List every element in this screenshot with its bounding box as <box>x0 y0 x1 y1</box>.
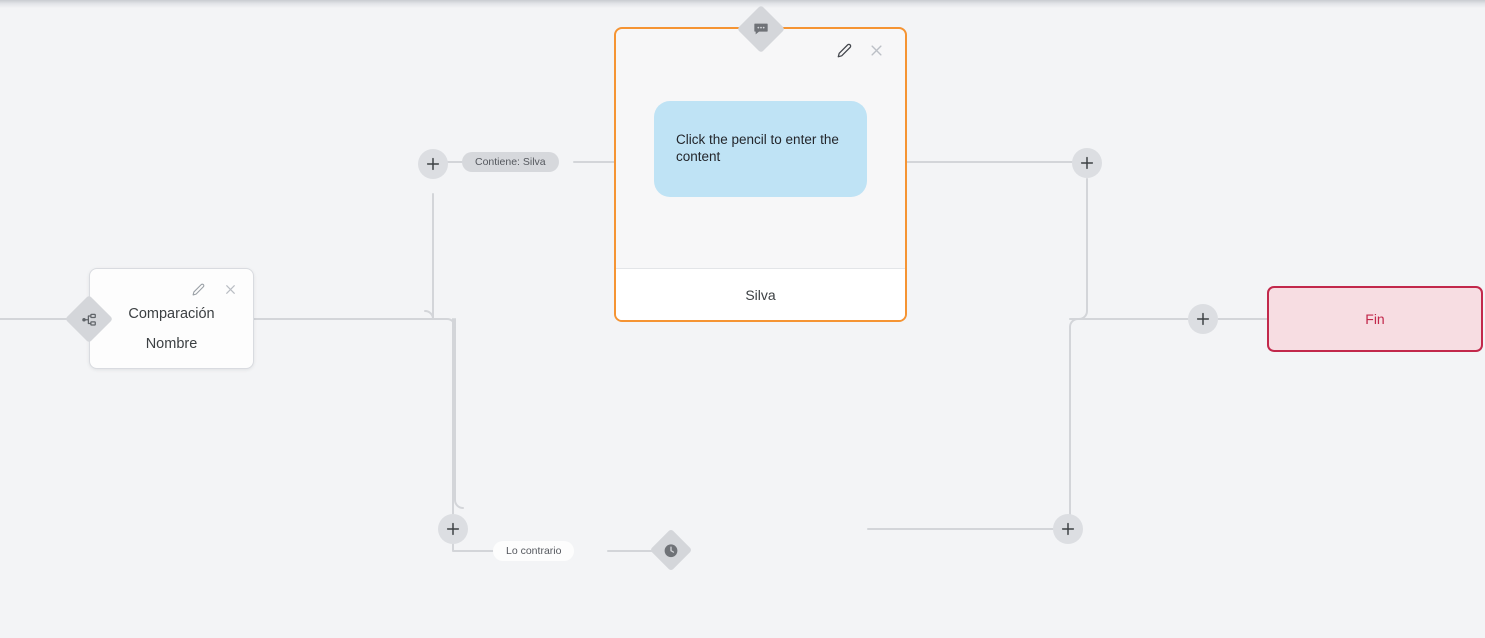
edge-label-condition-true[interactable]: Contiene: Silva <box>462 152 559 172</box>
pencil-icon[interactable] <box>189 280 207 298</box>
comparison-title: Comparación <box>128 306 215 322</box>
node-message[interactable]: Click the pencil to enter the content Si… <box>614 27 907 322</box>
comparison-text: Comparación Nombre <box>90 299 253 359</box>
comparison-actions <box>189 280 239 298</box>
add-branch-true-button[interactable] <box>418 149 448 179</box>
end-label: Fin <box>1365 311 1385 327</box>
top-shadow-strip <box>0 0 1485 8</box>
clock-icon[interactable] <box>649 528 693 572</box>
add-before-end-button[interactable] <box>1188 304 1218 334</box>
add-after-message-button[interactable] <box>1072 148 1102 178</box>
sitemap-glyph <box>82 312 97 327</box>
edge-label-condition-false[interactable]: Lo contrario <box>493 541 575 561</box>
chat-bubble-icon[interactable] <box>736 4 786 54</box>
chat-bubble-glyph <box>753 21 769 37</box>
sitemap-icon[interactable] <box>64 294 114 344</box>
pencil-icon[interactable] <box>835 41 853 59</box>
node-end[interactable]: Fin <box>1267 286 1483 352</box>
close-icon[interactable] <box>867 41 885 59</box>
message-body: Click the pencil to enter the content <box>616 29 905 268</box>
message-actions <box>835 41 885 59</box>
node-comparison[interactable]: Comparación Nombre <box>89 268 254 369</box>
message-bubble[interactable]: Click the pencil to enter the content <box>654 100 867 197</box>
comparison-subtitle: Nombre <box>145 336 198 352</box>
add-branch-false-button[interactable] <box>438 514 468 544</box>
close-icon[interactable] <box>221 280 239 298</box>
add-after-wait-button[interactable] <box>1053 514 1083 544</box>
message-footer: Silva <box>616 268 905 320</box>
clock-glyph <box>663 542 680 559</box>
